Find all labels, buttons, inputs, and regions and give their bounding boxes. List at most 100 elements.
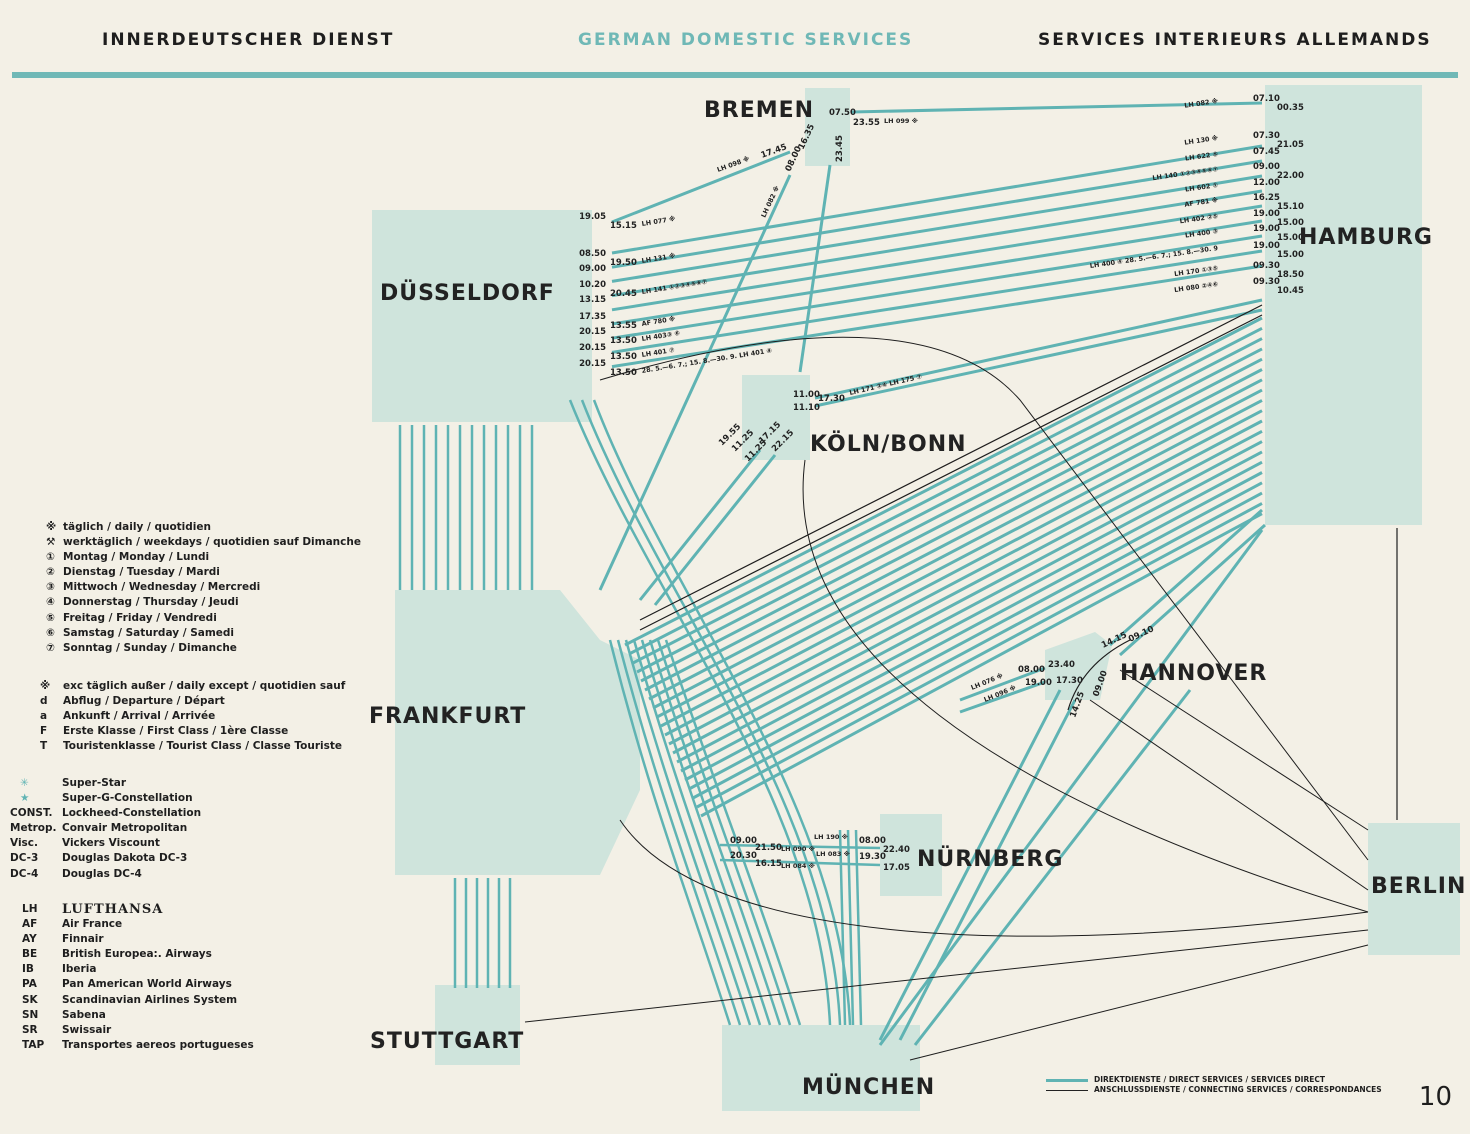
legend-text: Transportes aereos portugueses [62, 1038, 254, 1051]
svg-text:LH 077 ※: LH 077 ※ [641, 214, 676, 228]
route-duesseldorf-hamburg [611, 189, 1263, 298]
route-duesseldorf-hamburg [611, 249, 1263, 354]
connection-stuttgart-berlin [524, 929, 1369, 1023]
svg-text:08.50: 08.50 [579, 249, 606, 259]
city-label-hannover: HANNOVER [1120, 661, 1267, 686]
svg-text:09.00: 09.00 [1253, 162, 1280, 172]
city-box-koeln [742, 375, 810, 460]
route-frankfurt-hamburg [676, 450, 1263, 764]
key-direct: DIREKTDIENSTE / DIRECT SERVICES / SERVIC… [1046, 1075, 1382, 1085]
svg-text:17.30: 17.30 [818, 394, 845, 404]
legend-key: Metrop. [10, 822, 57, 835]
route-duesseldorf-muenchen [580, 399, 842, 1026]
svg-text:15.00: 15.00 [1277, 218, 1304, 228]
legend-item: ※exc täglich außer / daily except / quot… [40, 679, 345, 694]
svg-text:LH 403③ ⑥: LH 403③ ⑥ [641, 329, 681, 343]
legend-text: Sonntag / Sunday / Dimanche [63, 641, 237, 654]
route-frankfurt-muenchen [608, 639, 732, 1026]
city-box-muenchen [722, 1025, 920, 1111]
route-muenchen-hamburg [878, 529, 1264, 1046]
connection-frankfurt-berlin [619, 819, 1369, 937]
legend-key: ※ [46, 521, 57, 533]
header-english: GERMAN DOMESTIC SERVICES [578, 30, 914, 50]
legend-text: Abflug / Departure / Départ [63, 695, 225, 708]
svg-text:LH 131 ※: LH 131 ※ [641, 251, 676, 265]
route-frankfurt-muenchen [616, 639, 742, 1026]
legend-item: IB Iberia [22, 962, 254, 977]
svg-text:AF 781 ※: AF 781 ※ [1184, 195, 1219, 209]
line-key: DIREKTDIENSTE / DIRECT SERVICES / SERVIC… [1046, 1075, 1382, 1095]
svg-text:19.30: 19.30 [859, 852, 886, 862]
route-koeln-bremen [798, 164, 832, 373]
city-label-frankfurt: FRANKFURT [369, 704, 526, 729]
svg-text:LH 090 ※: LH 090 ※ [781, 844, 815, 853]
svg-text:11.00: 11.00 [793, 390, 820, 400]
legend-key: SN [22, 1008, 39, 1021]
route-duesseldorf-muenchen [592, 399, 852, 1026]
connection-frankfurt-hamburg [639, 314, 1263, 631]
legend-key: ✳ [20, 777, 29, 789]
svg-text:13.50: 13.50 [610, 336, 637, 346]
city-box-nuernberg [880, 814, 942, 896]
route-frankfurt-hamburg [624, 316, 1263, 647]
svg-text:18.50: 18.50 [1277, 270, 1304, 280]
legend-text: Iberia [62, 963, 97, 976]
svg-text:17.30: 17.30 [1056, 676, 1083, 686]
legend-key: SK [22, 993, 38, 1006]
city-box-hannover [1045, 632, 1112, 700]
legend-item: ★Super-G-Constellation [10, 791, 201, 806]
svg-text:20.15: 20.15 [579, 359, 606, 369]
key-connecting: ANSCHLUSSDIENSTE / CONNECTING SERVICES /… [1046, 1085, 1382, 1095]
route-frankfurt-nuernberg [719, 858, 881, 867]
city-box-berlin [1368, 823, 1460, 955]
route-frankfurt-hannover [959, 666, 1046, 702]
city-box-stuttgart [435, 985, 520, 1065]
svg-text:LH 402 ②⑤: LH 402 ②⑤ [1179, 212, 1219, 225]
legend-key: ② [46, 566, 55, 579]
legend-text: Super-Star [62, 777, 127, 789]
svg-text:10.45: 10.45 [1277, 286, 1304, 296]
legend-text: Super-G-Constellation [62, 792, 193, 805]
route-frankfurt-muenchen [640, 639, 772, 1026]
legend-text: Finnair [62, 933, 104, 946]
header-french: SERVICES INTERIEURS ALLEMANDS [1038, 30, 1432, 50]
legend-key: IB [22, 963, 34, 976]
city-label-bremen: BREMEN [704, 98, 814, 123]
svg-text:14.15: 14.15 [1100, 630, 1129, 650]
route-duesseldorf-hamburg [611, 204, 1263, 312]
connecting-line-swatch [1046, 1089, 1088, 1091]
legend-key: ⚒ [46, 536, 56, 549]
city-label-berlin: BERLIN [1371, 874, 1466, 899]
svg-text:LH 099 ※: LH 099 ※ [884, 116, 918, 125]
route-duesseldorf-hamburg [611, 144, 1263, 255]
legend-key: Visc. [10, 837, 39, 850]
route-frankfurt-koeln [638, 449, 762, 601]
route-koeln-hamburg [814, 308, 1263, 408]
legend-key: AY [22, 933, 37, 946]
connection-frankfurt-hamburg [639, 304, 1263, 621]
svg-text:LH 080 ②④⑥: LH 080 ②④⑥ [1174, 280, 1219, 294]
legend-key: ④ [46, 596, 55, 609]
route-frankfurt-hamburg [684, 471, 1263, 782]
legend-text: Samstag / Saturday / Samedi [63, 626, 235, 639]
legend-item: ✳ Super-Star [10, 776, 201, 791]
svg-text:LH 622 ⑤: LH 622 ⑤ [1185, 150, 1219, 163]
route-nuernberg-muenchen [846, 829, 855, 1026]
legend-key: DC-3 [10, 852, 39, 865]
svg-text:17.05: 17.05 [883, 863, 910, 873]
svg-text:20.15: 20.15 [579, 343, 606, 353]
route-duesseldorf-bremen [611, 150, 791, 224]
